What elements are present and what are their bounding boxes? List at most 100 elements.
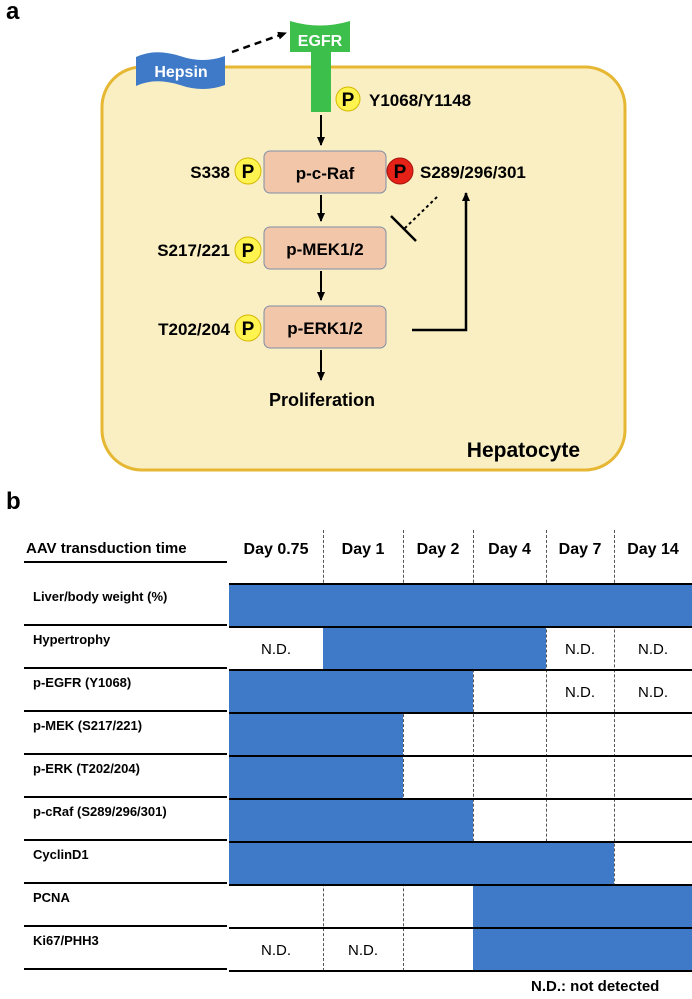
svg-text:p-ERK1/2: p-ERK1/2 (287, 319, 363, 338)
panel-b-letter: b (6, 488, 21, 515)
filled-cell (229, 714, 323, 756)
node-mek (263, 226, 387, 270)
empty-cell (546, 757, 614, 799)
filled-cell (546, 843, 614, 885)
row-label-underline (24, 624, 227, 626)
filled-cell (403, 800, 473, 842)
node-erk (263, 305, 387, 349)
row-label-underline (24, 796, 227, 798)
svg-text:p-MEK1/2: p-MEK1/2 (286, 240, 363, 259)
hepsin-label: Hepsin (154, 64, 207, 81)
erk-phospho-icon (234, 314, 262, 342)
filled-cell (323, 714, 403, 756)
filled-cell (323, 628, 403, 670)
hepsin-protein: Hepsin (136, 52, 225, 89)
raf-right-site: S289/296/301 (420, 163, 526, 182)
row-rule (229, 884, 692, 886)
filled-cell (323, 757, 403, 799)
row-label: Hypertrophy (33, 632, 111, 647)
empty-cell (473, 757, 546, 799)
nd-cell: N.D. (638, 683, 668, 701)
row-rule (229, 626, 692, 628)
row-label: Liver/body weight (%) (33, 589, 168, 604)
nd-cell: N.D. (565, 683, 595, 701)
filled-cell (403, 585, 473, 627)
empty-cell (473, 800, 546, 842)
filled-cell (614, 929, 692, 971)
svg-text:P: P (242, 241, 255, 262)
egfr-phospho-icon (335, 86, 361, 112)
row-rule (229, 669, 692, 671)
inhibition-dotted-line (403, 196, 438, 230)
empty-cell (403, 886, 473, 928)
filled-cell (323, 843, 403, 885)
filled-cell (546, 585, 614, 627)
header-underline (24, 561, 227, 563)
row-label: CyclinD1 (33, 847, 89, 862)
raf-left-site: S338 (190, 163, 230, 182)
filled-cell (473, 628, 546, 670)
nd-cell: N.D. (565, 640, 595, 658)
panel-a-letter: a (6, 0, 20, 25)
egfr-label: EGFR (298, 33, 343, 50)
raf-phospho-icon (234, 157, 262, 185)
empty-cell (473, 671, 546, 713)
column-header: Day 0.75 (243, 541, 309, 558)
filled-cell (403, 843, 473, 885)
filled-cell (323, 585, 403, 627)
filled-cell (229, 585, 323, 627)
row-label: p-ERK (T202/204) (33, 761, 140, 776)
empty-cell (546, 800, 614, 842)
column-separator (403, 530, 404, 971)
empty-cell (614, 714, 692, 756)
empty-cell (614, 800, 692, 842)
egfr-site-label: Y1068/Y1148 (369, 91, 471, 110)
svg-text:P: P (394, 162, 407, 183)
column-header: Day 4 (488, 541, 531, 558)
filled-cell (473, 929, 546, 971)
empty-cell (323, 886, 403, 928)
row-label: p-EGFR (Y1068) (33, 675, 132, 690)
nd-cell: N.D. (348, 941, 378, 959)
row-label-underline (24, 753, 227, 755)
row-label: Ki67/PHH3 (33, 933, 99, 948)
hepsin-egfr-arrow (231, 31, 287, 54)
filled-cell (229, 800, 323, 842)
nd-cell: N.D. (261, 941, 291, 959)
row-rule (229, 712, 692, 714)
empty-cell (473, 714, 546, 756)
filled-cell (229, 843, 323, 885)
row-label-underline (24, 667, 227, 669)
svg-text:P: P (242, 162, 255, 183)
empty-cell (229, 886, 323, 928)
proliferation-label: Proliferation (269, 390, 375, 410)
mek-phospho-icon (234, 236, 262, 264)
filled-cell (323, 800, 403, 842)
pathway-diagram: EGFR Hepsin P Y1068/Y1148 p-c-Raf P S338… (100, 21, 627, 472)
row-label-underline (24, 710, 227, 712)
filled-cell (546, 886, 614, 928)
svg-text:P: P (242, 319, 255, 340)
row-label-underline (24, 925, 227, 927)
row-label-underline (24, 968, 227, 970)
column-header: Day 1 (341, 541, 385, 558)
nd-cell: N.D. (638, 640, 668, 658)
column-separator (614, 530, 615, 971)
row-label: PCNA (33, 890, 70, 905)
row-rule (229, 583, 692, 585)
empty-cell (546, 714, 614, 756)
feedback-arrow (412, 192, 470, 332)
filled-cell (614, 886, 692, 928)
row-label-underline (24, 839, 227, 841)
filled-cell (473, 585, 546, 627)
filled-cell (323, 671, 403, 713)
hepatocyte-label: Hepatocyte (467, 439, 580, 462)
svg-text:P: P (342, 90, 355, 111)
mek-site: S217/221 (157, 241, 230, 260)
empty-cell (403, 929, 473, 971)
filled-cell (403, 628, 473, 670)
column-separator (473, 530, 474, 971)
empty-cell (614, 757, 692, 799)
egfr-receptor: EGFR (290, 21, 350, 112)
filled-cell (229, 671, 323, 713)
